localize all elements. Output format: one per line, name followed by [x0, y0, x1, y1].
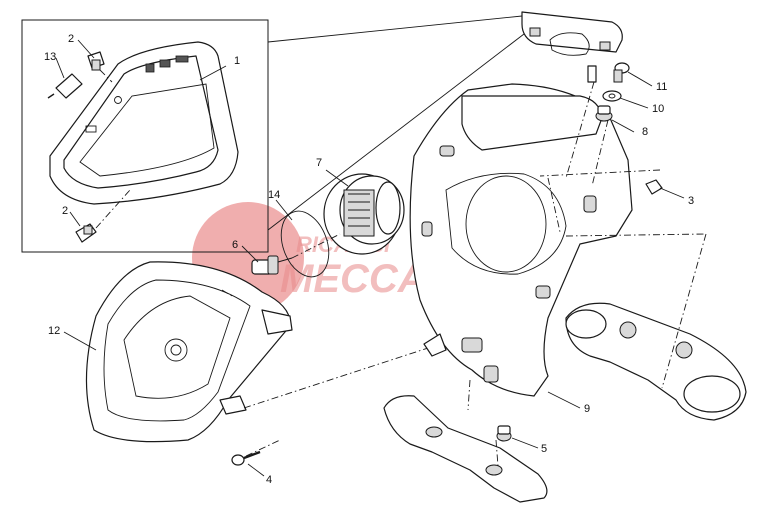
top-yoke	[565, 302, 747, 421]
grommet-8	[595, 105, 613, 122]
callout-8: 8	[642, 126, 648, 138]
callout-13: 13	[44, 51, 56, 63]
grommet-13	[47, 73, 83, 99]
bulb-socket-6	[251, 255, 293, 275]
connector-housing-7	[323, 173, 405, 255]
callout-3: 3	[688, 195, 694, 207]
cover-screw-top	[87, 51, 105, 71]
callout-2-bottom: 2	[62, 205, 68, 217]
callout-6: 6	[232, 239, 238, 251]
callout-14: 14	[268, 189, 280, 201]
headlight-bracket-9	[409, 83, 633, 397]
washer-10	[602, 90, 622, 102]
callout-2-top: 2	[68, 33, 74, 45]
callout-1: 1	[234, 55, 240, 67]
callout-5: 5	[541, 443, 547, 455]
callout-12: 12	[48, 325, 60, 337]
assembly-lines	[467, 81, 707, 467]
instrument-panel-top	[521, 11, 623, 56]
cover-screw-bottom	[75, 223, 97, 243]
callout-9: 9	[584, 403, 590, 415]
screw-4	[231, 450, 261, 466]
lower-bracket	[383, 395, 548, 503]
headlight-12	[85, 261, 293, 443]
stud-top	[587, 65, 597, 83]
nut-3	[645, 179, 663, 195]
instrument-inset-box	[21, 15, 525, 253]
grommet-5	[496, 425, 512, 442]
instrument-cover-frame	[49, 41, 239, 205]
callout-4: 4	[266, 474, 272, 486]
leader-lines	[55, 39, 685, 477]
callout-10: 10	[652, 103, 664, 115]
o-ring-14	[280, 210, 330, 278]
screw-11	[613, 62, 630, 83]
callout-11: 11	[656, 81, 667, 93]
callout-7: 7	[316, 157, 322, 169]
callout-labels: 1 2 2 3 4 5 6 7 8 9 10 11 12 13 14	[44, 33, 694, 486]
